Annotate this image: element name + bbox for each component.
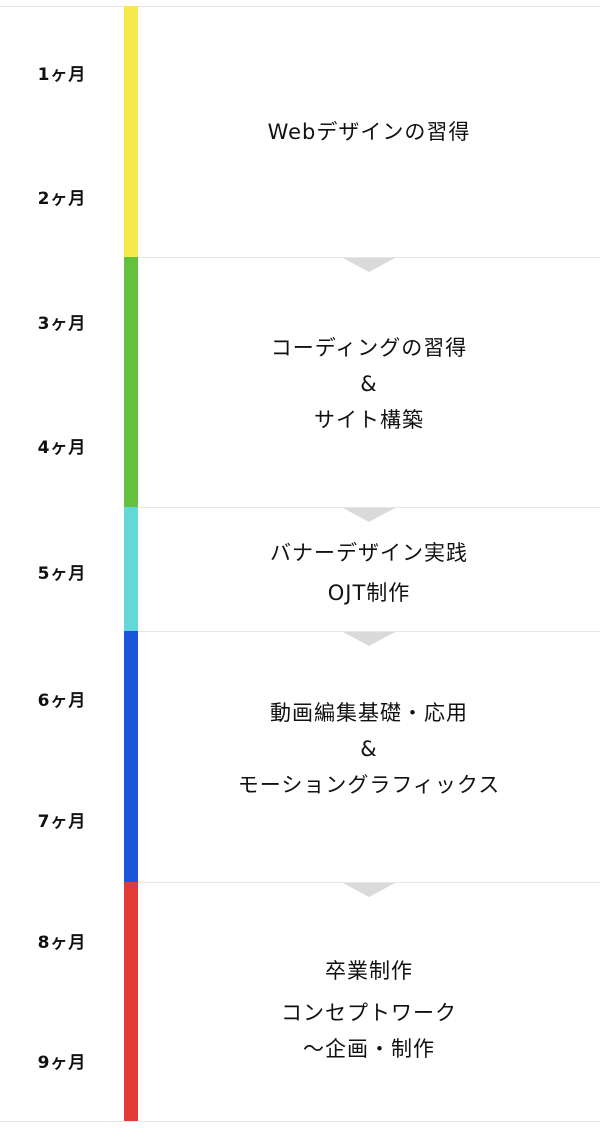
phase-bar-video-editing [124, 631, 138, 882]
phase-title: 動画編集基礎・応用 [270, 700, 468, 725]
month-label-9: 9ヶ月 [37, 1052, 87, 1073]
chevron-down-icon [343, 632, 395, 646]
top-divider [0, 6, 600, 7]
phase-title: Webデザインの習得 [267, 119, 471, 144]
phase-bar-coding [124, 257, 138, 507]
month-label-7: 7ヶ月 [37, 811, 87, 832]
month-label-3: 3ヶ月 [37, 313, 87, 334]
phase-coding: コーディングの習得 & サイト構築 [138, 257, 600, 507]
phase-bar-web-design [124, 6, 138, 257]
phase-web-design: Webデザインの習得 [138, 6, 600, 257]
chevron-down-icon [343, 508, 395, 522]
phase-title: コーディングの習得 [270, 336, 468, 360]
phase-banner-design: バナーデザイン実践 OJT制作 [138, 507, 600, 631]
month-label-6: 6ヶ月 [37, 690, 87, 711]
phase-title: バナーデザイン実践 [270, 541, 468, 565]
chevron-down-icon [343, 258, 395, 272]
phase-title: 卒業制作 [325, 958, 413, 983]
phase-subtitle: サイト構築 [314, 408, 424, 432]
chevron-down-icon [343, 883, 395, 897]
phase-subtitle: 〜企画・制作 [303, 1036, 435, 1061]
month-label-4: 4ヶ月 [37, 437, 87, 458]
phase-graduation: 卒業制作 コンセプトワーク 〜企画・制作 [138, 882, 600, 1121]
phase-divider [138, 631, 600, 632]
phase-divider [138, 257, 600, 258]
month-label-8: 8ヶ月 [37, 932, 87, 953]
phase-bar-graduation [124, 882, 138, 1121]
month-label-1: 1ヶ月 [37, 64, 87, 85]
month-label-2: 2ヶ月 [37, 188, 87, 209]
phase-subtitle: モーショングラフィックス [237, 772, 501, 797]
phase-subtitle: コンセプトワーク [281, 1000, 457, 1025]
phase-video-editing: 動画編集基礎・応用 & モーショングラフィックス [138, 631, 600, 882]
phase-ampersand: & [360, 736, 378, 761]
phase-subtitle: OJT制作 [327, 581, 411, 605]
bottom-divider [0, 1121, 600, 1122]
phase-divider [138, 507, 600, 508]
phase-divider [138, 882, 600, 883]
phase-ampersand: & [360, 372, 378, 396]
phase-bar-banner-design [124, 507, 138, 631]
month-label-5: 5ヶ月 [37, 563, 87, 584]
